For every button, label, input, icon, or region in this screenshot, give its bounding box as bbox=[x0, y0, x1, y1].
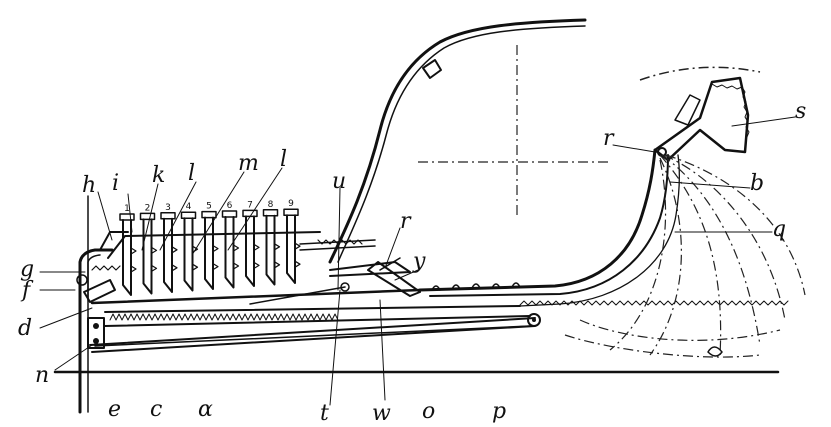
key-label-6: 6 bbox=[227, 201, 233, 211]
key-label-2: 2 bbox=[145, 203, 151, 213]
label-c: c bbox=[150, 397, 162, 422]
key-5: 5 bbox=[201, 202, 219, 290]
key-label-9: 9 bbox=[288, 199, 294, 209]
label-h: h bbox=[82, 173, 96, 198]
key-9: 9 bbox=[283, 199, 301, 284]
label-i: i bbox=[112, 171, 119, 196]
label-g: g bbox=[20, 257, 34, 282]
label-b: b bbox=[750, 171, 764, 196]
label-e: e bbox=[108, 397, 121, 422]
key-label-3: 3 bbox=[165, 203, 171, 213]
label-s: s bbox=[795, 99, 806, 124]
dial-s bbox=[639, 66, 761, 162]
label-n: n bbox=[35, 363, 49, 388]
bar-o bbox=[89, 313, 541, 353]
label-r: r bbox=[603, 126, 615, 151]
key-3: 3 bbox=[160, 203, 178, 293]
swing-arcs bbox=[564, 154, 806, 358]
label-u: u bbox=[332, 169, 346, 194]
label-l-2: l bbox=[280, 147, 287, 172]
housing bbox=[78, 248, 521, 414]
key-7: 7 bbox=[242, 200, 260, 287]
label-y: y bbox=[412, 249, 426, 274]
label-p: p bbox=[492, 399, 506, 424]
label-q: q bbox=[772, 217, 786, 242]
label-k: k bbox=[152, 163, 165, 188]
key-label-5: 5 bbox=[206, 202, 212, 212]
label-l-1: l bbox=[188, 161, 195, 186]
key-1: 1 bbox=[119, 204, 137, 296]
label-t: t bbox=[320, 401, 329, 426]
label-d: d bbox=[18, 316, 32, 341]
label-w: w bbox=[372, 401, 391, 426]
rack-c bbox=[94, 313, 531, 347]
curved-channel bbox=[418, 148, 680, 307]
label-o: o bbox=[422, 399, 435, 424]
key-bank: 1 2 3 4 5 6 7 8 9 bbox=[119, 199, 301, 296]
key-label-7: 7 bbox=[247, 200, 253, 210]
key-label-4: 4 bbox=[186, 202, 192, 212]
long-rack-line bbox=[519, 300, 789, 306]
arm-y bbox=[367, 257, 421, 297]
key-4: 4 bbox=[180, 202, 199, 292]
key-6: 6 bbox=[221, 201, 240, 289]
key-8: 8 bbox=[262, 200, 281, 286]
label-alpha: α bbox=[198, 397, 213, 422]
label-r-top: r bbox=[400, 209, 412, 234]
channel-bumps bbox=[431, 282, 521, 291]
cover-hood bbox=[328, 18, 587, 264]
label-group: h i k l m l u r y s r b q g f d n e c α … bbox=[18, 99, 806, 426]
center-cross bbox=[418, 45, 610, 215]
key-2: 2 bbox=[139, 203, 158, 295]
label-m: m bbox=[238, 151, 259, 176]
key-label-1: 1 bbox=[124, 204, 130, 214]
leader-lines bbox=[39, 116, 796, 406]
key-label-8: 8 bbox=[268, 200, 274, 210]
spring-g bbox=[76, 265, 121, 303]
lever-u bbox=[249, 261, 411, 305]
